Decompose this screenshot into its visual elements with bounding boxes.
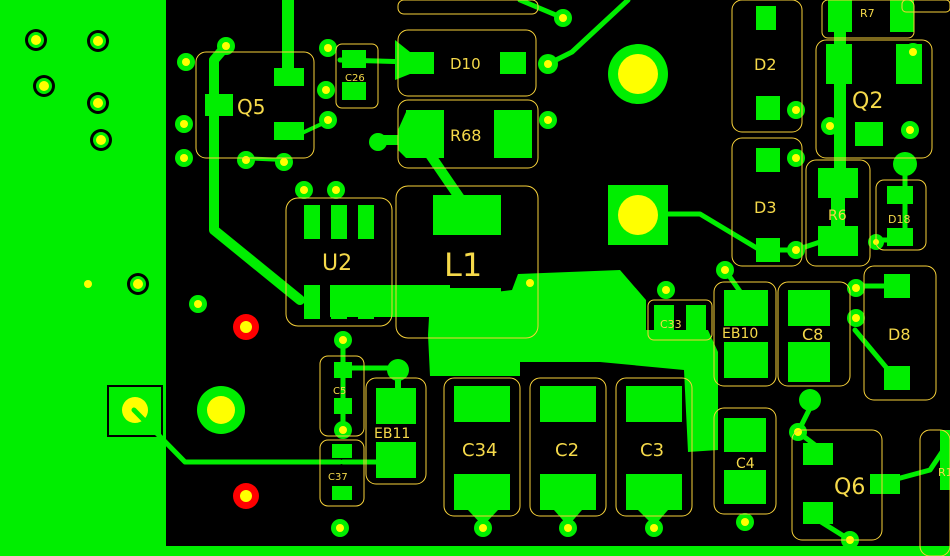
silkscreen-outlines bbox=[195, 0, 950, 556]
label-r1: R1 bbox=[938, 466, 950, 479]
label-c3: C3 bbox=[640, 440, 664, 461]
label-q6: Q6 bbox=[834, 475, 865, 500]
label-d2: D2 bbox=[754, 55, 777, 74]
label-c4: C4 bbox=[736, 456, 755, 472]
label-d10: D10 bbox=[450, 55, 481, 73]
label-r6: R6 bbox=[828, 208, 847, 224]
pad-chamfers bbox=[395, 40, 850, 526]
label-d18: D18 bbox=[888, 213, 910, 226]
large-vias bbox=[197, 44, 668, 434]
label-d3: D3 bbox=[754, 198, 777, 217]
label-r7: R7 bbox=[860, 7, 875, 20]
label-l1: L1 bbox=[444, 246, 482, 284]
smd-pads bbox=[205, 0, 950, 524]
label-eb11: EB11 bbox=[374, 426, 410, 442]
label-c5: C5 bbox=[333, 386, 346, 397]
red-test-points bbox=[233, 314, 259, 509]
silkscreen-labels: Q5 C26 D10 R68 D2 R7 Q2 D3 R6 D18 U2 L1 … bbox=[237, 7, 950, 500]
pour-via-holes bbox=[25, 29, 149, 423]
label-eb10: EB10 bbox=[722, 326, 758, 342]
label-u2: U2 bbox=[322, 251, 352, 276]
label-c33: C33 bbox=[660, 318, 682, 331]
label-q2: Q2 bbox=[852, 89, 883, 114]
label-c37: C37 bbox=[328, 472, 348, 483]
label-r68: R68 bbox=[450, 126, 481, 145]
label-c26: C26 bbox=[345, 73, 365, 84]
label-q5: Q5 bbox=[237, 95, 265, 119]
vias bbox=[175, 0, 950, 549]
label-c34: C34 bbox=[462, 440, 497, 461]
label-d8: D8 bbox=[888, 325, 911, 344]
label-c2: C2 bbox=[555, 440, 579, 461]
label-c8: C8 bbox=[802, 325, 823, 344]
